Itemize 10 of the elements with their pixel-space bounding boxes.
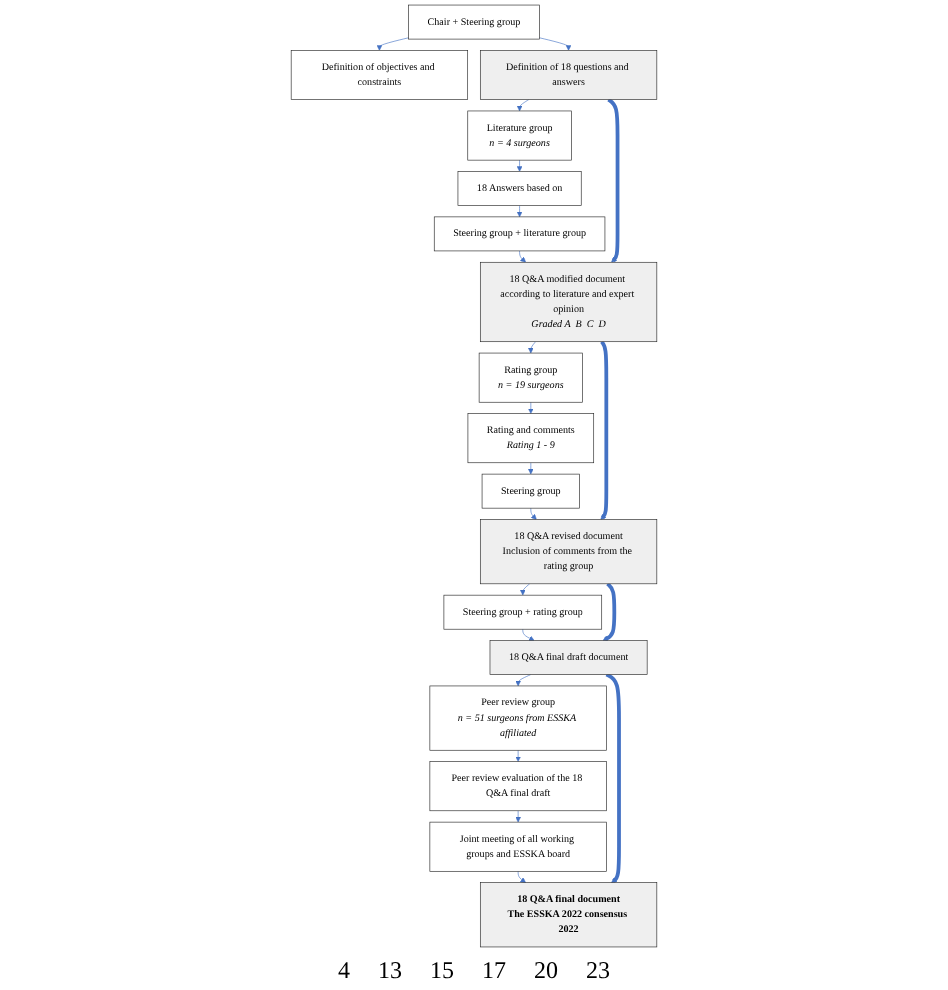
page-number: 15 [430, 956, 454, 986]
arrow [607, 98, 620, 263]
page-number: 20 [534, 956, 558, 986]
arrow [600, 340, 609, 520]
arrow [602, 582, 617, 642]
page-number: 17 [482, 956, 506, 986]
page-number: 4 [338, 956, 350, 986]
arrow [605, 672, 621, 883]
page-number: 23 [586, 956, 610, 986]
page-number: 13 [378, 956, 402, 986]
